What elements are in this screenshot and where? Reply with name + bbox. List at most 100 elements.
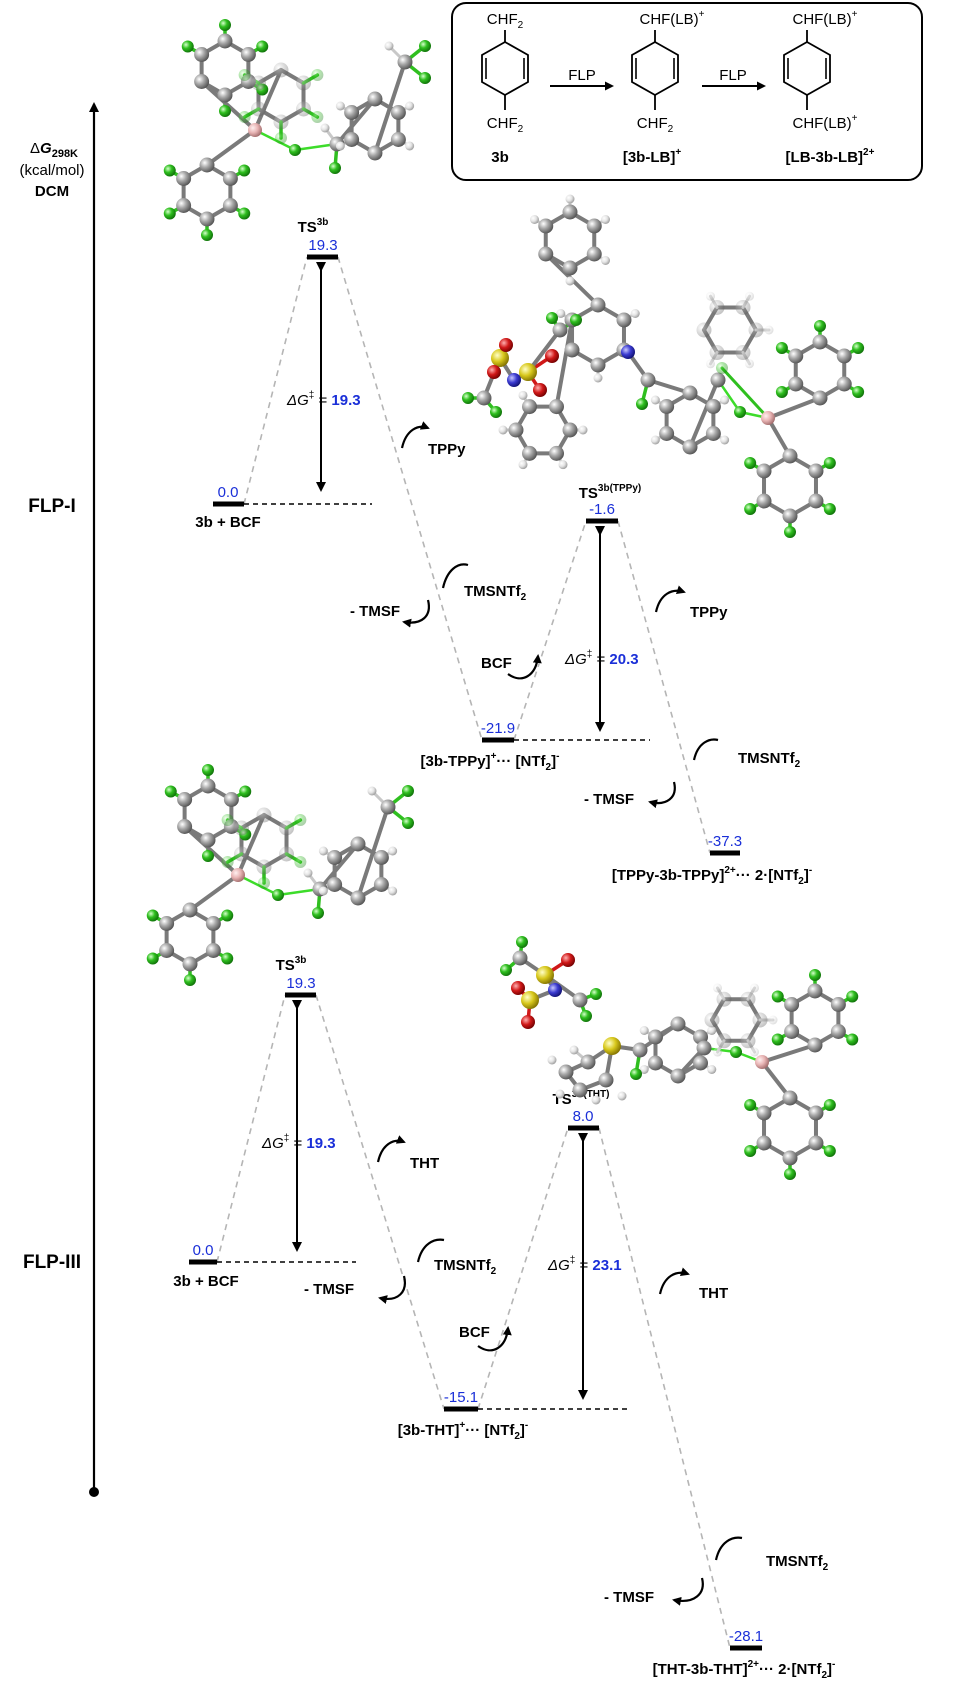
atom [335, 101, 345, 111]
atom [782, 1150, 798, 1166]
reagent-tms2-label: TMSNTf2 [738, 750, 801, 770]
atom [603, 1037, 621, 1055]
atom [707, 1026, 717, 1035]
atom [647, 1055, 663, 1071]
intermediate-bottom-group: CHF2 [637, 115, 674, 135]
barrier-1-label: ΔG‡ = 19.3 [261, 1133, 336, 1152]
atom [771, 1033, 784, 1046]
reagent-bcf-label: BCF [481, 655, 512, 672]
atom [639, 1065, 649, 1074]
bond [205, 128, 257, 167]
atom [659, 399, 675, 414]
product-name: [LB-3b-LB]2+ [786, 147, 875, 166]
atom [500, 964, 512, 976]
atom [836, 376, 852, 392]
energy-start: 0.0 [193, 1242, 214, 1259]
atom [476, 390, 492, 406]
atom [598, 1072, 614, 1088]
atom [591, 1095, 601, 1105]
atom [275, 132, 287, 144]
atom [312, 907, 324, 919]
connector-ts2-prod [617, 520, 711, 854]
energy-prod: -28.1 [729, 1628, 763, 1645]
bond [760, 1060, 792, 1100]
curved-arrow-icon [477, 1326, 512, 1352]
atom [177, 792, 193, 807]
atom [740, 1033, 756, 1049]
atom [808, 463, 824, 479]
atom [529, 215, 539, 224]
atom [775, 386, 788, 398]
atom [744, 457, 757, 469]
atom [344, 132, 360, 147]
atom [350, 890, 366, 906]
atom [586, 246, 602, 262]
atom [516, 936, 528, 948]
flp-i-profile: FLP-I 0.0 3b + BCF 19.3 TS3b ΔG‡ = 19.3 … [28, 217, 812, 887]
atom [784, 1024, 800, 1039]
atom [159, 916, 175, 931]
atom [538, 218, 554, 234]
atom [164, 785, 177, 798]
bond [318, 842, 360, 891]
atom [219, 105, 231, 117]
atom [373, 877, 389, 892]
curved-arrow-icon [376, 1135, 406, 1163]
atom [549, 399, 564, 415]
flp-iii-section-label: FLP-III [23, 1252, 81, 1273]
axis-origin-dot [89, 1487, 99, 1497]
atom [590, 357, 606, 373]
atom [538, 246, 554, 262]
atom [807, 1037, 823, 1053]
atom [547, 1055, 557, 1065]
atom [490, 406, 502, 418]
axis-label: ΔG298K [30, 140, 78, 160]
atom [163, 207, 176, 220]
molecule-ts3b-flp-iii [146, 764, 414, 986]
atom [294, 814, 307, 826]
bond [356, 805, 390, 900]
atom [294, 856, 307, 868]
substrate-bottom-group: CHF2 [487, 115, 524, 135]
atom [593, 373, 603, 383]
bond [335, 97, 377, 146]
atom [750, 983, 759, 993]
atom [756, 463, 772, 479]
atom [200, 832, 216, 848]
atom [222, 198, 238, 213]
atom [205, 943, 221, 958]
atom [402, 817, 414, 829]
atom [311, 69, 324, 81]
atom [518, 390, 528, 400]
atom [830, 1024, 846, 1039]
energy-int: -21.9 [481, 720, 515, 737]
scheme-arrow-2-label: FLP [719, 67, 747, 84]
byproduct-tmsf2-label: - TMSF [604, 1589, 654, 1606]
label-prod: [TPPy-3b-TPPy]2+··· 2·[NTf2]- [612, 865, 812, 887]
reagent-bcf-label: BCF [459, 1324, 490, 1341]
connector-ts1-int [337, 256, 483, 741]
atom [327, 877, 343, 892]
atom [250, 75, 266, 91]
atom [256, 859, 272, 875]
atom [289, 144, 301, 156]
atom [735, 345, 751, 361]
atom [223, 792, 239, 807]
atom [335, 141, 345, 151]
atom [556, 309, 566, 318]
bond [554, 318, 575, 409]
atom [388, 846, 398, 856]
atom [745, 291, 754, 301]
atom [558, 460, 568, 470]
atom [367, 786, 377, 796]
atom [569, 1045, 579, 1055]
atom [184, 974, 196, 986]
atom [630, 309, 640, 318]
curved-arrow-icon [378, 1275, 406, 1304]
atom [570, 314, 582, 326]
atom [650, 395, 660, 405]
atom [329, 162, 341, 174]
atom [350, 836, 366, 852]
atom [146, 952, 159, 965]
atom [823, 1145, 836, 1157]
